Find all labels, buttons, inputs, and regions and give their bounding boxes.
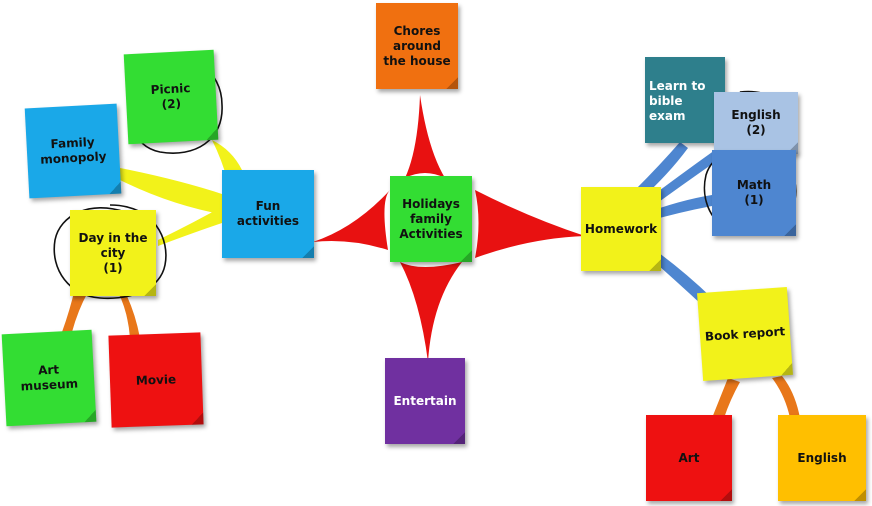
family-monopoly-note[interactable]: Family monopoly <box>24 103 122 199</box>
circle-day-in-city <box>53 204 167 300</box>
movie-note-label: Movie <box>135 371 177 388</box>
connector-center-entertain <box>400 262 462 362</box>
picnic-note[interactable]: Picnic (2) <box>123 49 219 145</box>
day-in-city-note[interactable]: Day in the city (1) <box>70 210 156 296</box>
fun-activities-note-label: Fun activities <box>236 199 300 228</box>
connector-city-movie <box>118 292 140 338</box>
homework-note[interactable]: Homework <box>581 187 661 271</box>
connector-homework-book <box>650 250 712 305</box>
connector-homework-bible <box>635 142 688 200</box>
connector-city-art <box>62 288 88 332</box>
connector-center-fun <box>313 190 390 250</box>
english-2-note-label: English (2) <box>731 108 781 137</box>
connector-center-homework <box>475 190 585 258</box>
bible-exam-note-label: Learn to bible exam <box>649 79 706 123</box>
fun-activities-note[interactable]: Fun activities <box>222 170 314 258</box>
art-note-label: Art <box>678 450 700 465</box>
connector-book-english <box>772 376 800 418</box>
entertain-note-label: Entertain <box>393 393 457 408</box>
connector-book-art <box>712 378 740 418</box>
center-note-label: Holidays family Activities <box>399 196 463 241</box>
family-monopoly-note-label: Family monopoly <box>39 134 107 167</box>
art-note[interactable]: Art <box>646 415 732 501</box>
bible-exam-note[interactable]: Learn to bible exam <box>645 57 725 143</box>
book-report-note[interactable]: Book report <box>697 286 793 382</box>
english-2-note[interactable]: English (2) <box>714 92 798 154</box>
english-note-label: English <box>797 450 847 465</box>
day-in-city-note-label: Day in the city (1) <box>78 230 148 275</box>
homework-note-label: Homework <box>584 221 658 236</box>
entertain-note[interactable]: Entertain <box>385 358 465 444</box>
chores-note[interactable]: Chores around the house <box>376 3 458 89</box>
art-museum-note-label: Art museum <box>20 362 79 394</box>
connector-fun-city <box>158 205 225 246</box>
english-note[interactable]: English <box>778 415 866 501</box>
connector-fun-monopoly <box>120 168 225 215</box>
math-1-note-label: Math (1) <box>736 178 772 207</box>
picnic-note-label: Picnic (2) <box>150 80 191 112</box>
chores-note-label: Chores around the house <box>383 23 451 68</box>
art-museum-note[interactable]: Art museum <box>1 329 97 427</box>
book-report-note-label: Book report <box>704 323 786 344</box>
movie-note[interactable]: Movie <box>108 332 204 428</box>
connector-center-chores <box>405 95 445 178</box>
math-1-note[interactable]: Math (1) <box>712 150 796 236</box>
center-note[interactable]: Holidays family Activities <box>390 176 472 262</box>
